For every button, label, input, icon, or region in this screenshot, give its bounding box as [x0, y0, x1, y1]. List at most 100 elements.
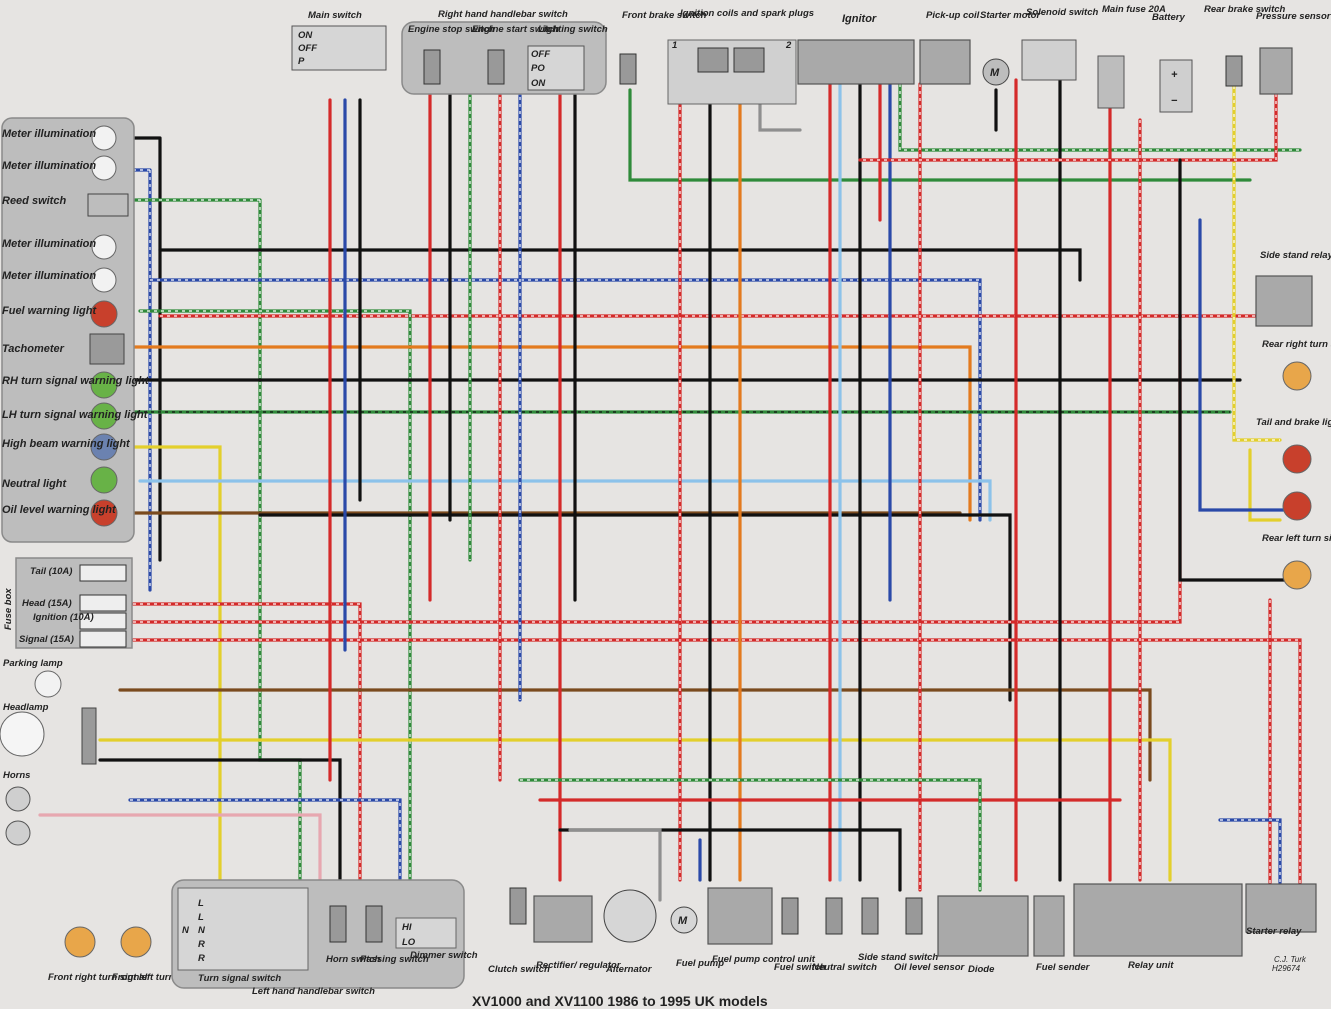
label-fuse-tail: Tail (10A)	[30, 566, 72, 577]
engine-stop-switch-body	[423, 49, 441, 85]
ignition-coil-2	[733, 47, 765, 73]
tachometer-body	[89, 333, 125, 365]
label-high-beam-warning: High beam warning light	[2, 438, 131, 450]
label-horns: Horns	[3, 770, 30, 781]
credit-ref: H29674	[1272, 964, 1301, 973]
label-tail-brake-lights: Tail and brake lights	[1256, 417, 1331, 428]
label-dimmer-switch: Dimmer switch	[410, 950, 478, 961]
wire-black-1	[128, 136, 162, 562]
wire-orange-8	[128, 345, 972, 522]
label-relay-unit: Relay unit	[1128, 960, 1174, 971]
horn-switch-body	[329, 905, 347, 943]
label-fuel-warning-light: Fuel warning light	[2, 305, 97, 317]
label-fuse-ignition: Ignition (10A)	[33, 612, 94, 623]
light-mark-on: ON	[531, 78, 546, 89]
wire-black-14	[258, 513, 1012, 702]
label-passing-switch: Passing switch	[360, 954, 429, 965]
dimmer-mark-lo: LO	[402, 937, 416, 948]
ts-mark-r1: R	[198, 939, 205, 950]
tail-light-bulb-1	[1282, 444, 1312, 474]
ts-mark-n2: N	[198, 925, 206, 936]
fuse-tail	[79, 564, 127, 582]
pickup-coil-body	[919, 39, 971, 85]
ts-mark-l2: L	[198, 912, 204, 923]
neutral-switch-body	[825, 897, 843, 935]
dimmer-switch-body	[395, 917, 457, 949]
main-fuse-body	[1097, 55, 1125, 109]
diode-body	[937, 895, 1029, 957]
label-side-stand-switch: Side stand switch	[858, 952, 938, 963]
label-starter-motor: Starter motor	[980, 10, 1041, 21]
oil-level-bulb	[90, 499, 118, 527]
starter-motor-mark: M	[990, 67, 1000, 79]
wire-stripe-43	[899, 84, 1300, 151]
light-mark-off: OFF	[531, 49, 550, 60]
label-clutch-switch: Clutch switch	[488, 964, 550, 975]
label-lh-turn-warning: LH turn signal warning light	[2, 409, 149, 421]
alternator-body	[603, 889, 657, 943]
rear-lighting: Side stand relay Rear right turn signal …	[1245, 250, 1331, 937]
rear-left-turn-bulb	[1282, 560, 1312, 590]
wire-black-4	[158, 248, 1082, 282]
label-neutral-light: Neutral light	[2, 478, 68, 490]
label-front-left-turn: Front left turn signal	[112, 972, 205, 983]
label-parking-lamp: Parking lamp	[3, 658, 63, 669]
instrument-panel: Meter illumination Meter illumination Re…	[1, 117, 150, 543]
front-brake-switch-body	[619, 53, 637, 85]
fuel-sender-body	[1033, 895, 1065, 957]
battery-body	[1159, 59, 1193, 113]
fuel-warning-bulb	[90, 300, 118, 328]
wire-green-33	[628, 88, 1252, 182]
coil-mark-1: 1	[672, 40, 677, 51]
label-left-handlebar-switch: Left hand handlebar switch	[252, 986, 375, 997]
ts-mark-l1: L	[198, 898, 204, 909]
wire-yellow-51	[1248, 448, 1282, 522]
label-horn-switch: Horn switch	[326, 954, 381, 965]
starter-motor-body	[982, 58, 1010, 86]
label-front-brake-switch: Front brake switch	[622, 10, 707, 21]
front-lighting: Parking lamp Headlamp Horns Front right …	[0, 658, 205, 983]
pressure-sensor-body	[1259, 47, 1293, 95]
label-main-fuse: Main fuse 20A	[1102, 4, 1166, 15]
fuel-switch-body	[781, 897, 799, 935]
main-mark-off: OFF	[298, 43, 317, 54]
label-oil-level-warning: Oil level warning light	[2, 504, 117, 516]
oil-level-sensor-body	[905, 897, 923, 935]
headlamp-connector	[81, 707, 97, 765]
front-right-turn-bulb	[64, 926, 96, 958]
label-pickup-coil: Pick-up coil	[926, 10, 980, 21]
label-meter-illumination-2: Meter illumination	[2, 160, 96, 172]
left-handlebar-switch: L L N N R R HI LO Turn signal switch Hor…	[171, 879, 478, 997]
label-lighting-switch: Lighting switch	[538, 24, 608, 35]
label-engine-stop-switch: Engine stop switch	[408, 24, 495, 35]
fuse-signal	[79, 630, 127, 648]
fuel-pump-mark: M	[678, 915, 688, 927]
label-battery: Battery	[1152, 12, 1185, 23]
coil-mark-2: 2	[785, 40, 792, 51]
wire-black-53	[1178, 158, 1292, 582]
diagram-title: XV1000 and XV1100 1986 to 1995 UK models	[472, 993, 768, 1009]
label-ignition-coils: Ignition coils and spark plugs	[680, 8, 814, 19]
main-mark-on: ON	[298, 30, 313, 41]
ignition-coils-box	[667, 39, 797, 105]
relay-unit-body	[1073, 883, 1243, 957]
wire-brown-18	[118, 688, 1152, 782]
lh-turn-warning-bulb	[90, 402, 118, 430]
light-mark-po: PO	[531, 63, 545, 74]
label-fuse-signal: Signal (15A)	[19, 634, 74, 645]
label-fuel-pump-control: Fuel pump control unit	[712, 954, 816, 965]
label-meter-illumination-3: Meter illumination	[2, 238, 96, 250]
wire-sky_blue-12	[138, 479, 992, 522]
wire-blue-54	[1198, 218, 1292, 512]
battery-plus: +	[1171, 69, 1178, 81]
wire-stripe-52	[860, 94, 1277, 161]
rear-brake-switch-body	[1225, 55, 1243, 87]
fuse-box: Tail (10A) Head (15A) Ignition (10A) Sig…	[3, 557, 133, 649]
side-stand-relay-body	[1255, 275, 1313, 327]
meter-illumination-bulb-2	[91, 155, 117, 181]
wire-grey-37	[758, 98, 802, 132]
wire-black-20	[98, 758, 342, 882]
wire-stripe-15	[126, 603, 361, 880]
lighting-switch-body	[527, 45, 585, 91]
high-beam-bulb	[90, 433, 118, 461]
